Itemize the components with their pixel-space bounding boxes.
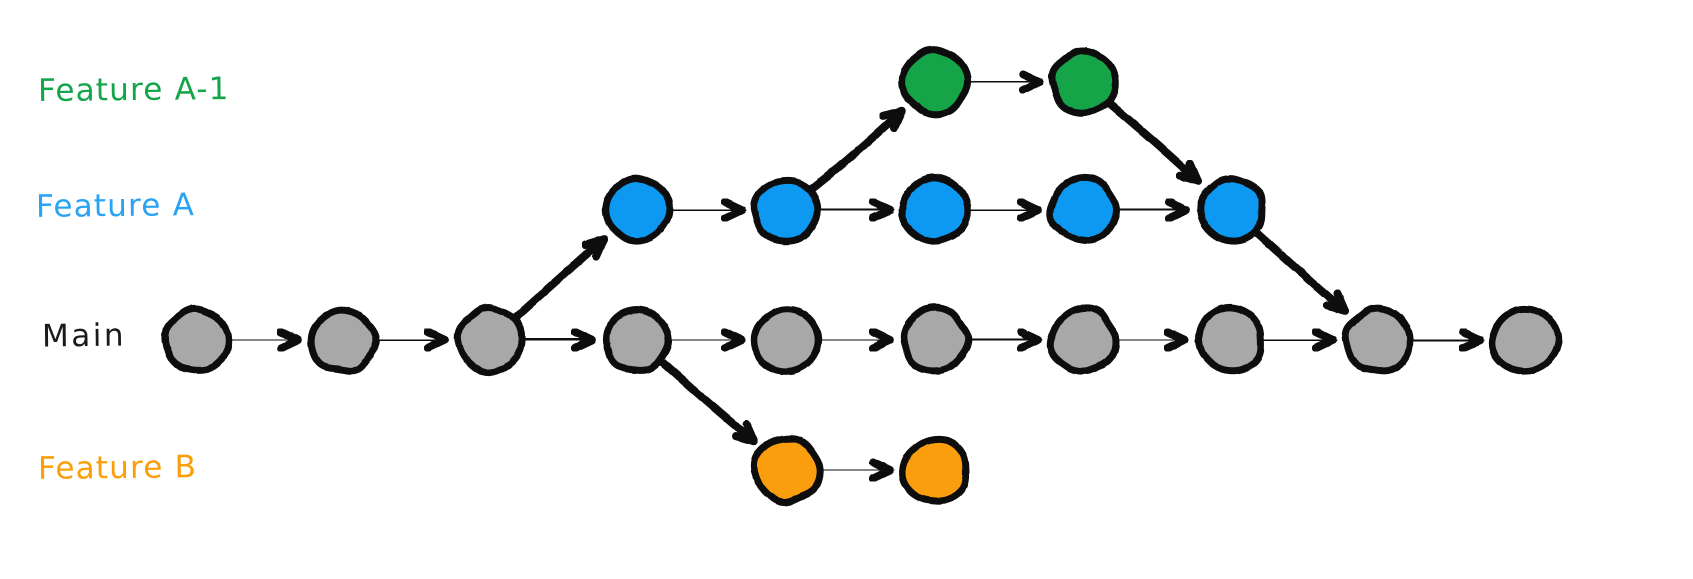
commit-node-m-2[interactable] [307, 306, 380, 375]
edge-line [803, 106, 906, 197]
edge-e-m9-m10 [1411, 327, 1484, 353]
edge-layer [230, 69, 1484, 483]
edge-e-m5-m6 [820, 327, 894, 353]
arrow-head-icon [1016, 327, 1042, 353]
arrow-head-icon [570, 327, 596, 353]
arrow-head-icon [276, 327, 302, 353]
commit-node-m-3[interactable] [454, 304, 526, 377]
commit-circle [454, 304, 526, 377]
commit-node-a-4[interactable] [1046, 173, 1120, 244]
commit-circle [161, 305, 233, 374]
edge-e-m8-m9 [1263, 327, 1337, 353]
arrow-head-icon [879, 106, 906, 133]
commit-circle [898, 46, 972, 119]
commit-circle [1341, 304, 1414, 375]
commit-circle [1048, 46, 1120, 117]
commit-node-a-3[interactable] [898, 173, 972, 245]
edge-e-merge-a [1247, 223, 1349, 315]
arrow-head-icon [868, 327, 894, 353]
commit-circle [900, 303, 972, 375]
commit-node-m-4[interactable] [602, 305, 673, 374]
commit-node-b-2[interactable] [898, 435, 970, 505]
commit-circle [750, 305, 823, 375]
commit-node-a-1[interactable] [602, 174, 673, 245]
edge-e-branch-a [506, 235, 608, 327]
arrow-head-icon [1311, 327, 1337, 353]
edge-e-a3-a4 [968, 197, 1042, 223]
arrow-head-icon [1175, 159, 1202, 185]
edge-line [506, 235, 608, 327]
arrow-head-icon [1016, 197, 1042, 223]
commit-node-a1-2[interactable] [1048, 46, 1120, 117]
commit-node-m-9[interactable] [1341, 304, 1414, 375]
arrow-head-icon [581, 235, 608, 261]
commit-circle [750, 435, 824, 507]
arrow-head-icon [868, 457, 894, 483]
commit-node-m-1[interactable] [161, 305, 233, 374]
commit-circle [602, 174, 673, 245]
edge-e-m4-m5 [670, 327, 746, 353]
edge-e-g1-g2 [968, 69, 1044, 95]
arrow-head-icon [1163, 327, 1189, 353]
commit-circle [1488, 305, 1563, 375]
arrow-head-icon [1322, 289, 1349, 315]
branch-label-feature-a: Feature A [35, 187, 196, 225]
edge-e-b1-b2 [820, 457, 894, 483]
edge-e-merge-a1 [1101, 95, 1202, 185]
edge-e-branch-b [653, 353, 758, 446]
edge-e-m3-m4 [523, 327, 596, 353]
commit-circle [1195, 303, 1265, 375]
arrow-head-icon [1458, 327, 1484, 353]
commit-circle [750, 177, 822, 245]
edge-e-m7-m8 [1116, 327, 1189, 353]
commit-node-m-6[interactable] [900, 303, 972, 375]
edge-e-m1-m2 [230, 327, 302, 353]
branch-label-main: Main [41, 317, 127, 355]
commit-node-m-8[interactable] [1195, 303, 1265, 375]
arrow-head-icon [731, 419, 758, 446]
commit-node-a-5[interactable] [1196, 175, 1266, 245]
edge-e-m6-m7 [968, 327, 1042, 353]
arrow-head-icon [868, 197, 894, 223]
branch-label-feature-b: Feature B [37, 449, 198, 487]
arrow-head-icon [1164, 197, 1190, 223]
commit-circle [1046, 304, 1120, 375]
edge-e-a4-a5 [1116, 197, 1190, 223]
commit-circle [602, 305, 673, 374]
arrow-head-icon [423, 327, 449, 353]
arrow-head-icon [720, 327, 746, 353]
edge-e-branch-a1 [803, 106, 906, 197]
node-layer [161, 46, 1563, 507]
edge-e-a1-a2 [670, 197, 746, 223]
arrow-head-icon [1018, 69, 1044, 95]
commit-circle [898, 173, 972, 245]
arrow-head-icon [720, 197, 746, 223]
edge-line [1247, 223, 1349, 315]
edge-e-a2-a3 [820, 197, 894, 223]
commit-node-m-10[interactable] [1488, 305, 1563, 375]
edge-e-m2-m3 [376, 327, 449, 353]
commit-node-b-1[interactable] [750, 435, 824, 507]
commit-node-a1-1[interactable] [898, 46, 972, 119]
commit-node-m-5[interactable] [750, 305, 823, 375]
commit-circle [1046, 173, 1120, 244]
commit-node-m-7[interactable] [1046, 304, 1120, 375]
edge-line [653, 353, 758, 446]
commit-circle [898, 435, 970, 505]
commit-circle [1196, 175, 1266, 245]
branch-label-feature-a-1: Feature A-1 [37, 70, 230, 110]
commit-circle [307, 306, 380, 375]
edge-line [1101, 95, 1202, 185]
commit-node-a-2[interactable] [750, 177, 822, 245]
